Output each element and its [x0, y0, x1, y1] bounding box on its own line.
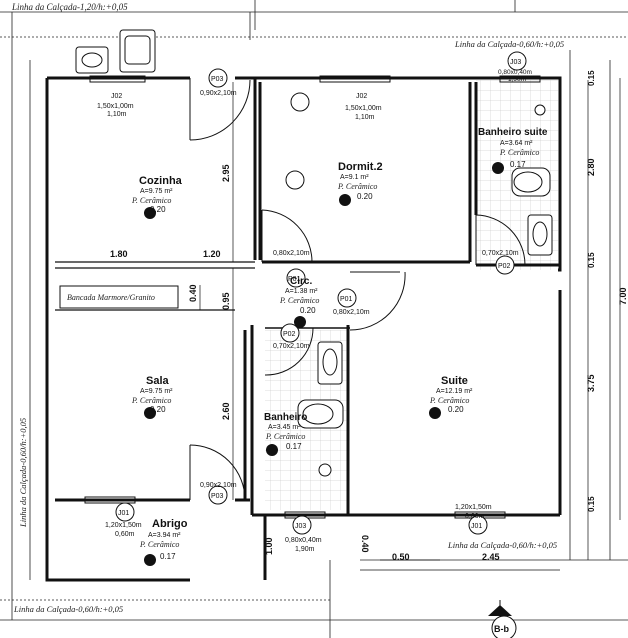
window-tag: J02 — [111, 93, 122, 100]
dimension-label: 0.40 — [360, 535, 370, 553]
dimension-label: 0.40 — [188, 284, 198, 302]
room-area: A=3.45 m² — [268, 424, 301, 431]
dimension-label: 2.60 — [221, 402, 231, 420]
dimension-label: 2.80 — [586, 158, 596, 176]
dimension-label: 0.15 — [587, 252, 596, 268]
section-label: B-b — [494, 624, 509, 634]
sidewalk-label: Linha da Calçada-1,20/h:+0,05 — [11, 2, 128, 12]
room-area: A=1.38 m² — [285, 288, 318, 295]
window-size: 1,50x1,00m — [97, 103, 134, 110]
room-name: Suite — [441, 375, 468, 387]
dimension-label: 0.95 — [221, 292, 231, 310]
room-area: A=3.64 m² — [500, 140, 533, 147]
room-area: A=9.75 m² — [140, 188, 173, 195]
window-sill: 1,10m — [107, 111, 127, 118]
room-level: 0.17 — [160, 552, 176, 561]
dimension-label: 2.45 — [482, 552, 500, 562]
room-floor: P. Cerâmico — [499, 148, 539, 157]
fixtures — [75, 29, 553, 477]
dimension-label: 2.95 — [221, 164, 231, 182]
dimension-label: 0.50 — [392, 552, 410, 562]
dimension-label: 1.00 — [264, 537, 274, 555]
window-size: 1,20x1,50m — [455, 504, 492, 511]
dimension-label: 0.15 — [587, 496, 596, 512]
door-tag: P03 — [211, 76, 224, 83]
sidewalk-label: Linha da Calçada-0,60/h:+0,05 — [18, 418, 28, 528]
room-name: Banheiro — [264, 412, 307, 423]
room-name: Abrigo — [152, 518, 188, 530]
room-level: 0.20 — [150, 405, 166, 414]
window-sill: 1,90m — [295, 546, 315, 553]
door-size: 0,80x2,10m — [273, 250, 310, 257]
dimension-label: 0.15 — [587, 70, 596, 86]
room-floor: P. Cerâmico — [337, 182, 377, 191]
window-tag: J03 — [510, 59, 521, 66]
room-floor: P. Cerâmico — [131, 196, 171, 205]
room-name: Sala — [146, 375, 170, 387]
window-tag: J02 — [356, 93, 367, 100]
dimension-label: 1.20 — [203, 249, 221, 259]
room-floor: P. Cerâmico — [265, 432, 305, 441]
counter-top — [59, 285, 179, 309]
room-name: Dormit.2 — [338, 161, 383, 173]
door-tag: P02 — [498, 263, 511, 270]
window-size: 0,80x0,40m — [498, 69, 532, 76]
dimension-lines — [55, 78, 621, 580]
sidewalk-label: Linha da Calçada-0,60/h:+0,05 — [454, 39, 564, 49]
dimension-label: 7.00 — [618, 287, 628, 305]
door-size: 0,90x2,10m — [200, 482, 237, 489]
room-level: 0.20 — [300, 306, 316, 315]
window-tag: J03 — [295, 523, 306, 530]
door-size: 0,80x2,10m — [333, 309, 370, 316]
door-size: 0,70x2,10m — [482, 250, 519, 257]
room-level: 0.17 — [510, 160, 526, 169]
window-tag: J01 — [118, 510, 129, 517]
window-size: 0,80x0,40m — [285, 537, 322, 544]
room-area: A=9.1 m² — [340, 174, 369, 181]
door-tag: P02 — [283, 331, 296, 338]
room-level: 0.20 — [150, 205, 166, 214]
room-floor: P. Cerâmico — [139, 540, 179, 549]
room-level: 0.20 — [357, 192, 373, 201]
door-size: 0,70x2,10m — [273, 343, 310, 350]
window-sill: 0,60m — [465, 513, 485, 520]
sidewalk-label: Linha da Calçada-0,60/h:+0,05 — [13, 604, 123, 614]
room-floor: P. Cerâmico — [429, 396, 469, 405]
room-name: Cozinha — [139, 175, 183, 187]
level-markers — [144, 162, 504, 566]
door-tag: P03 — [211, 493, 224, 500]
counter-label: Bancada Marmore/Granito — [67, 293, 155, 302]
room-name: Circ. — [290, 276, 312, 287]
window-size: 1,20x1,50m — [105, 522, 142, 529]
room-level: 0.17 — [286, 442, 302, 451]
room-floor: P. Cerâmico — [131, 396, 171, 405]
door-size: 0,90x2,10m — [200, 90, 237, 97]
window-sill: 0,60m — [115, 531, 135, 538]
section-marker: B-b — [488, 600, 517, 638]
room-name: Banheiro suite — [478, 127, 548, 138]
window-sill: 1,10m — [355, 114, 375, 121]
door-tag: P01 — [288, 276, 301, 283]
room-floor: P. Cerâmico — [279, 296, 319, 305]
room-level: 0.20 — [448, 405, 464, 414]
walls — [45, 76, 562, 582]
window-sill: 1,90m — [508, 76, 526, 83]
dimension-label: 1.80 — [110, 249, 128, 259]
window-size: 1,50x1,00m — [345, 105, 382, 112]
tag-bubbles — [115, 51, 527, 535]
room-area: A=9.75 m² — [140, 388, 173, 395]
sidewalk-label: Linha da Calçada-0,60/h:+0,05 — [447, 540, 557, 550]
door-tag: P01 — [340, 296, 353, 303]
room-area: A=3.94 m² — [148, 532, 181, 539]
door-swings — [189, 78, 526, 501]
window-tag: J01 — [471, 523, 482, 530]
dimension-label: 3.75 — [586, 374, 596, 392]
room-area: A=12.19 m² — [436, 388, 473, 395]
